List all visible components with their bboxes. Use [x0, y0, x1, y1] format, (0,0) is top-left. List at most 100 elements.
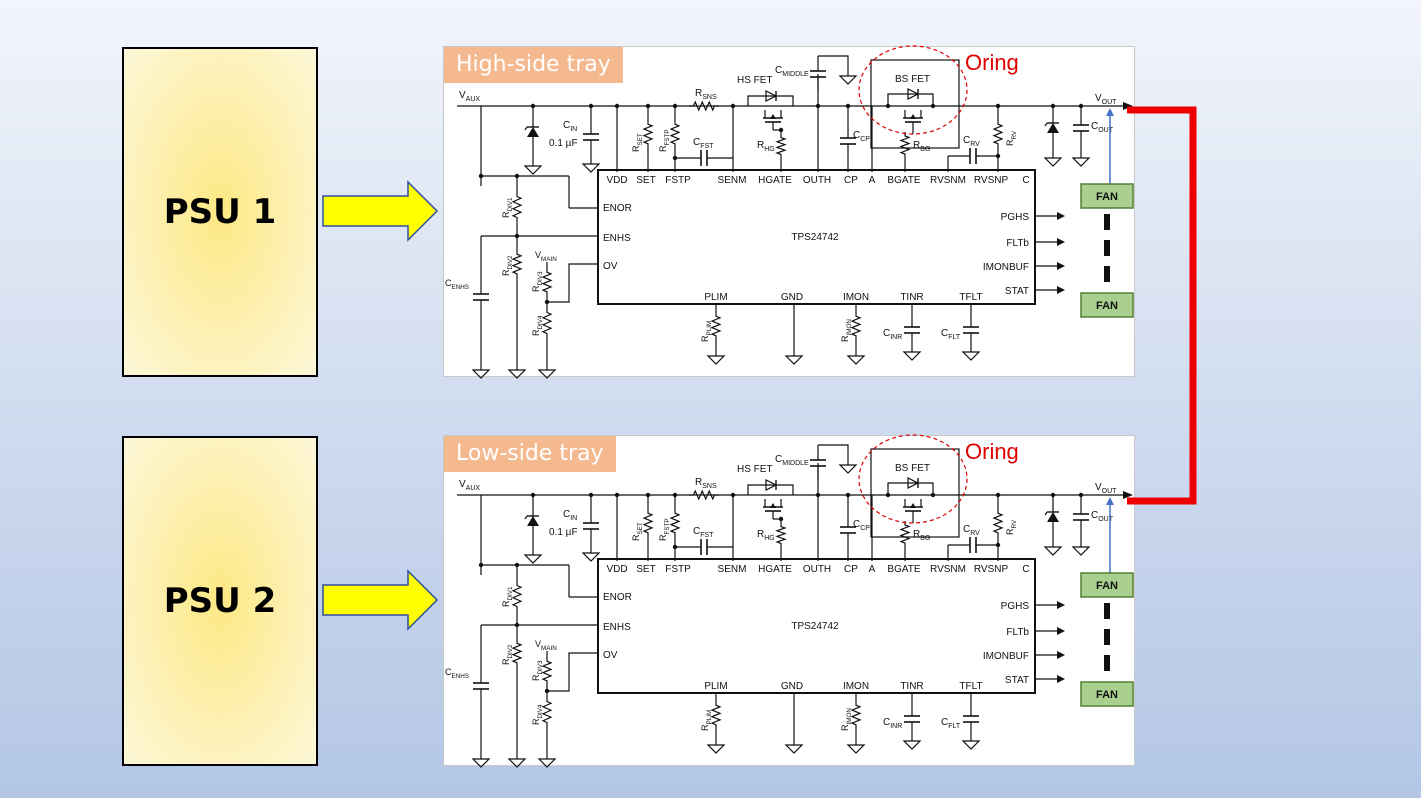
ic-pin-cp: CP [844, 175, 858, 186]
output-arrow-icon [1057, 286, 1065, 294]
output-arrow-icon [1057, 601, 1065, 609]
output-arrow-icon [1057, 675, 1065, 683]
rimon-label: RIMON [840, 708, 853, 731]
resistor-icon [669, 509, 681, 537]
junction-dot [614, 492, 620, 498]
rdiv1-label: RDIV1 [501, 197, 514, 218]
junction-dot [930, 103, 936, 109]
ground-icon [507, 758, 527, 768]
fet-arrow-icon [770, 114, 776, 119]
ccp-label: CCP [853, 519, 870, 532]
fan-label: FAN [1096, 191, 1118, 203]
crv-label: CRV [963, 524, 980, 537]
cin-label: CIN [563, 120, 577, 133]
rsns-label: RSNS [695, 88, 717, 101]
bs-fet-label: BS FET [895, 463, 930, 474]
ic-pin-bgate: BGATE [887, 564, 920, 575]
rplim-label: RPLIM [700, 321, 713, 342]
rdiv4-label: RDIV4 [531, 704, 544, 725]
junction-dot [478, 562, 484, 568]
ground-icon [537, 369, 557, 379]
junction-dot [614, 103, 620, 109]
ground-icon [581, 552, 601, 562]
ic-pin-fltb: FLTb [1006, 627, 1029, 638]
resistor-icon [850, 701, 862, 729]
resistor-icon [511, 581, 523, 611]
rrv-label: RRV [1005, 519, 1018, 535]
ic-name: TPS24742 [791, 232, 839, 243]
ic-pin-a: A [869, 564, 876, 575]
ground-icon [581, 163, 601, 173]
rbg-label: RBG [913, 529, 930, 542]
ic-pin-cp: CP [844, 564, 858, 575]
ic-pin-fstp: FSTP [665, 175, 691, 186]
resistor-icon [541, 268, 553, 296]
ground-icon [846, 744, 866, 754]
resistor-icon [511, 192, 523, 222]
rdiv4-label: RDIV4 [531, 315, 544, 336]
vout-label: VOUT [1095, 482, 1117, 495]
fan-label: FAN [1096, 580, 1118, 592]
ic-pin-imon: IMON [843, 292, 869, 303]
ic-pin-enhs: ENHS [603, 622, 631, 633]
zener-icon [527, 516, 539, 526]
cenhs-label: CENHS [445, 667, 469, 680]
psu-1-arrow [322, 180, 439, 242]
ic-pin-imon: IMON [843, 681, 869, 692]
ic-pin-enor: ENOR [603, 592, 632, 603]
wire [747, 95, 794, 106]
resistor-icon [511, 250, 523, 278]
bs-fet-box [870, 59, 960, 149]
resistor-icon [541, 308, 553, 338]
ic-pin-imonbuf: IMONBUF [983, 651, 1029, 662]
ic-pin-set: SET [636, 175, 655, 186]
fan-block: FAN [1080, 183, 1134, 209]
resistor-icon [642, 509, 654, 537]
resistor-icon [710, 701, 722, 729]
ccp-label: CCP [853, 130, 870, 143]
fet-arrow-icon [770, 503, 776, 508]
ground-icon [1043, 157, 1063, 167]
cflt-label: CFLT [941, 717, 961, 730]
ground-icon [961, 351, 981, 361]
ic-pin-gnd: GND [781, 292, 803, 303]
bs-fet-box [870, 448, 960, 538]
hs-fet-label: HS FET [737, 464, 773, 475]
psu-2-box: PSU 2 [122, 436, 318, 766]
ic-pin-rvsnm: RVSNM [930, 175, 966, 186]
ic-pin-rvsnm: RVSNM [930, 564, 966, 575]
output-arrow-icon [1057, 262, 1065, 270]
ic-pin-tflt: TFLT [959, 681, 982, 692]
bs-fet-label: BS FET [895, 74, 930, 85]
resistor-icon [689, 489, 719, 501]
ic-pin-enor: ENOR [603, 203, 632, 214]
wire [887, 93, 934, 106]
ic-pin-fstp: FSTP [665, 564, 691, 575]
ground-icon [961, 740, 981, 750]
crv-label: CRV [963, 135, 980, 148]
fan-box [1080, 572, 1134, 598]
rdiv3-label: RDIV3 [531, 660, 544, 681]
ic-body [597, 169, 1036, 305]
wire [818, 444, 849, 457]
vout-link-wire [1127, 106, 1197, 505]
psu-1-label: PSU 1 [163, 192, 277, 232]
fan-box [1080, 292, 1134, 318]
rdiv3-label: RDIV3 [531, 271, 544, 292]
fan-label: FAN [1096, 689, 1118, 701]
psu-2-arrow [322, 569, 439, 631]
resistor-icon [850, 312, 862, 340]
output-arrow-icon [1057, 651, 1065, 659]
vout-label: VOUT [1095, 93, 1117, 106]
ic-pin-stat: STAT [1005, 286, 1029, 297]
fet-arrow-icon [910, 114, 916, 119]
rdiv1-label: RDIV1 [501, 586, 514, 607]
wire [547, 263, 598, 303]
resistor-icon [710, 312, 722, 340]
ic-pin-ov: OV [603, 261, 618, 272]
ic-pin-a: A [869, 175, 876, 186]
resistor-icon [992, 120, 1004, 148]
cin-label: CIN [563, 509, 577, 522]
resistor-icon [899, 132, 911, 158]
